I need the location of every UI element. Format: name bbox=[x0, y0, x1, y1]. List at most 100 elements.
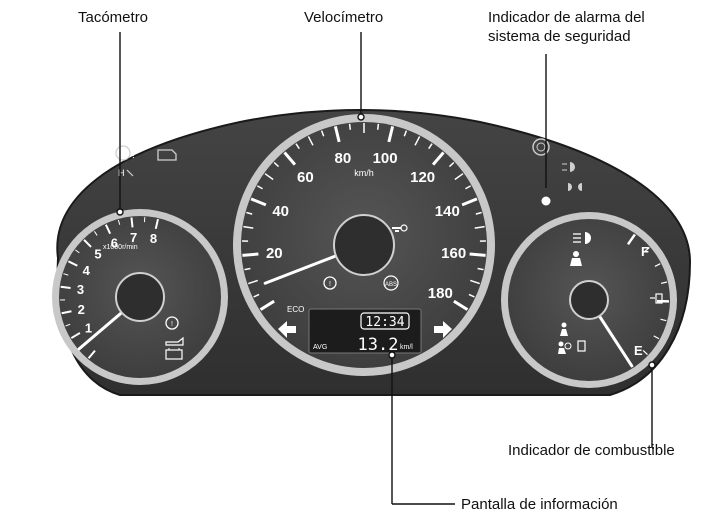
speedometer-tick-label: 160 bbox=[441, 245, 466, 262]
eco-indicator: ECO bbox=[287, 305, 304, 314]
tachometer-tick bbox=[65, 323, 71, 327]
speedometer-callout-label: Velocímetro bbox=[304, 9, 384, 26]
security-alarm-label-line1: Indicador de alarma del bbox=[488, 9, 645, 26]
speedometer-tick bbox=[295, 143, 300, 150]
vsa-off-indicator-icon bbox=[532, 138, 550, 156]
callout-endpoints bbox=[116, 113, 656, 369]
speedometer-tick bbox=[253, 293, 260, 298]
fuel-gauge-tick bbox=[626, 233, 636, 246]
speedometer-tick bbox=[283, 151, 297, 166]
right-turn-signal-icon bbox=[434, 321, 452, 338]
tachometer-tick bbox=[130, 217, 134, 228]
oil-pressure-icon bbox=[165, 336, 184, 346]
tachometer-tick-label: 3 bbox=[77, 282, 84, 297]
left-turn-signal-icon bbox=[278, 321, 296, 338]
fuel-gauge-tick bbox=[660, 318, 667, 322]
fuel-full-label: F bbox=[641, 244, 649, 259]
speedometer-tick bbox=[256, 185, 263, 190]
info-display-screen: 12:34 AVG 13.2 km/l bbox=[308, 308, 422, 355]
tachometer-tick-label: 4 bbox=[83, 263, 91, 278]
speedometer-tick bbox=[470, 279, 480, 285]
tachometer-tick bbox=[70, 332, 81, 339]
speedometer-tick bbox=[273, 161, 280, 168]
tachometer-tick bbox=[67, 260, 78, 267]
speedometer-tick bbox=[246, 211, 253, 215]
speedometer-tick-label: 60 bbox=[297, 169, 314, 186]
tachometer-tick bbox=[61, 310, 72, 315]
speedometer-tick bbox=[387, 126, 395, 143]
tachometer-tick bbox=[93, 231, 98, 236]
tachometer-tick-label: 1 bbox=[85, 320, 92, 335]
security-alarm-indicator-light bbox=[541, 196, 551, 206]
speedometer-tick bbox=[243, 225, 254, 229]
speedometer-tick bbox=[477, 267, 484, 271]
speedometer-tick-label: 20 bbox=[266, 245, 283, 262]
tachometer-tick bbox=[83, 239, 92, 248]
speedometer-tick-label: 180 bbox=[428, 285, 453, 302]
tachometer-tick bbox=[60, 285, 71, 290]
speedometer-tick-label: 100 bbox=[373, 150, 398, 167]
info-display-avg-label: AVG bbox=[313, 344, 327, 351]
low-tire-pressure-icon: H bbox=[118, 168, 134, 178]
info-display-clock: 12:34 bbox=[365, 315, 404, 330]
tachometer-tick-label: 8 bbox=[150, 231, 157, 246]
power-steering-warning-icon: ! bbox=[115, 145, 135, 161]
tachometer-tick bbox=[117, 219, 121, 225]
speedometer-tick bbox=[465, 185, 472, 190]
speedometer-tick bbox=[307, 136, 314, 146]
svg-text:!: ! bbox=[132, 150, 135, 161]
svg-text:ABS: ABS bbox=[385, 282, 397, 288]
airbag-warning-icon bbox=[558, 341, 572, 354]
fuel-gauge-tick bbox=[642, 350, 648, 355]
brake-system-icon: ! bbox=[323, 276, 337, 290]
fuel-door-icon bbox=[650, 293, 663, 304]
tachometer-tick bbox=[104, 224, 112, 235]
speedometer-tick bbox=[469, 252, 486, 257]
speedometer-tick bbox=[475, 211, 482, 215]
tachometer-tick bbox=[75, 249, 80, 254]
speedometer-tick bbox=[474, 225, 485, 229]
battery-warning-icon bbox=[165, 348, 183, 360]
tachometer-callout-label: Tacómetro bbox=[78, 9, 149, 26]
tachometer-tick bbox=[154, 218, 159, 230]
speedometer-hub bbox=[333, 214, 395, 276]
svg-text:!: ! bbox=[171, 321, 173, 328]
svg-text:!: ! bbox=[329, 281, 331, 288]
security-alarm-label-line2: sistema de seguridad bbox=[488, 28, 631, 45]
headlight-high-beam-icon bbox=[573, 232, 591, 244]
svg-text:H: H bbox=[118, 168, 125, 178]
tachometer-tick-label: 6 bbox=[111, 235, 118, 250]
fuel-empty-label: E bbox=[634, 343, 643, 358]
speedometer-tick bbox=[428, 143, 433, 150]
tachometer-hub bbox=[115, 272, 165, 322]
speedometer-tick bbox=[264, 173, 274, 181]
speedometer-tick bbox=[320, 130, 325, 137]
speedometer-tick bbox=[244, 267, 251, 271]
speedometer-tick-label: 120 bbox=[410, 169, 435, 186]
security-alarm-callout-label: Indicador de alarma del sistema de segur… bbox=[488, 8, 645, 46]
speedometer-tick bbox=[431, 151, 445, 166]
speedometer-tick bbox=[259, 299, 275, 311]
speedometer-tick bbox=[333, 126, 341, 143]
fuel-gauge-hub bbox=[569, 280, 609, 320]
speedometer-tick bbox=[454, 173, 464, 181]
speedometer-tick bbox=[448, 161, 455, 168]
info-display-unit: km/l bbox=[400, 344, 413, 351]
passenger-seatbelt-icon bbox=[560, 322, 568, 336]
speedometer-tick bbox=[250, 197, 267, 207]
tachometer-tick-label: 5 bbox=[94, 247, 101, 262]
speedometer-tick-label: 140 bbox=[435, 203, 460, 220]
speedometer-tick bbox=[414, 136, 421, 146]
fuel-gauge-tick bbox=[660, 281, 668, 284]
speedometer-tick-marks bbox=[242, 123, 486, 311]
speedometer-tick bbox=[468, 293, 475, 298]
fuel-gauge-dial: F E bbox=[501, 212, 677, 388]
tachometer-tick-label: 7 bbox=[130, 230, 137, 245]
parking-lights-icon bbox=[568, 183, 582, 191]
immobilizer-key-icon bbox=[392, 224, 408, 232]
